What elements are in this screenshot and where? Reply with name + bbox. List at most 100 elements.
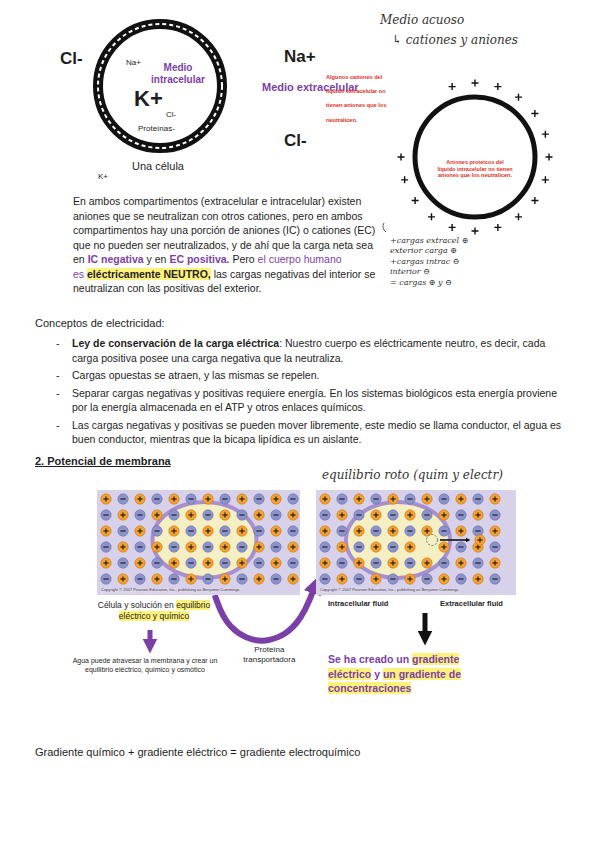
cation (254, 574, 264, 584)
sign (171, 514, 176, 515)
sign (256, 498, 261, 499)
cation (490, 558, 500, 568)
text-block: Conceptos de electricidad: (35, 316, 165, 331)
node-outline (316, 490, 516, 595)
sign (458, 578, 463, 579)
cation (456, 494, 466, 504)
sign (341, 544, 342, 549)
sign (322, 546, 327, 547)
text-block: equilibrio roto (quim y electr) (322, 467, 503, 483)
sign (458, 514, 463, 515)
node-outline (413, 95, 537, 219)
sign (154, 530, 159, 531)
sign (341, 512, 342, 517)
sign (205, 514, 210, 515)
anion (135, 574, 145, 584)
sign (356, 546, 361, 547)
cation (337, 510, 347, 520)
sign (173, 496, 174, 501)
text-label: y en (147, 253, 167, 265)
text-label: Intracellular fluid (328, 599, 388, 608)
cation (118, 510, 128, 520)
sign (475, 530, 480, 531)
sign (356, 514, 361, 515)
anion (237, 542, 247, 552)
ions (101, 494, 298, 584)
text-label: Pero (232, 253, 254, 265)
cation (203, 494, 213, 504)
text-label: Cargas opuestas se atraen, y las mismas … (72, 369, 319, 381)
cation (388, 494, 398, 504)
cation (101, 526, 111, 536)
anion (118, 494, 128, 504)
sign (492, 514, 497, 515)
cation (271, 494, 281, 504)
anion (101, 574, 111, 584)
sign (475, 498, 480, 499)
sign (441, 530, 446, 531)
anion (169, 574, 179, 584)
text-block: - (56, 386, 72, 415)
text-label: ↳ cationes y aniones (392, 33, 518, 47)
sign (256, 562, 261, 563)
sign (443, 576, 444, 581)
cation (337, 574, 347, 584)
plus-sign (449, 83, 456, 90)
anion (203, 510, 213, 520)
sign (105, 528, 106, 533)
cation (152, 542, 162, 552)
plus-sign (449, 224, 456, 231)
sign (120, 562, 125, 563)
edge-label: Proteína transportadora (233, 645, 305, 664)
plus-sign (546, 154, 553, 161)
sign (156, 576, 157, 581)
sign (139, 496, 140, 501)
text-block: Cargas opuestas se atraen, y las mismas … (72, 368, 562, 383)
sign (224, 512, 225, 517)
sign (492, 546, 497, 547)
cation (152, 510, 162, 520)
text-label: +cargas extracel ⊕ (390, 236, 500, 246)
cation (169, 558, 179, 568)
plus-sign (401, 176, 408, 183)
plus-sign (412, 197, 419, 204)
anion (388, 574, 398, 584)
sign (120, 530, 125, 531)
text-block: Separar cargas negativas y positivas req… (72, 386, 562, 415)
text-label: = cargas ⊕ y ⊖ (390, 278, 500, 288)
sign (258, 576, 259, 581)
text-label: IC negativa (88, 253, 144, 265)
anion (320, 574, 330, 584)
cation (490, 526, 500, 536)
diagram-panel: Copyright © 2007 Pearson Education, Inc.… (97, 490, 300, 595)
node-text: Proteínas- (138, 124, 175, 134)
sign (392, 496, 393, 501)
cation (473, 574, 483, 584)
sign (392, 528, 393, 533)
cation (320, 558, 330, 568)
plus-sign (542, 131, 549, 138)
cation (354, 558, 364, 568)
sign (171, 546, 176, 547)
sign (290, 498, 295, 499)
sign (373, 562, 378, 563)
anion (135, 510, 145, 520)
membrane-dashes (98, 24, 222, 148)
anion (405, 558, 415, 568)
text-block: Agua puede atravesar la membrana y crear… (70, 656, 220, 675)
plus-sign (531, 110, 538, 117)
diagram-panel: Copyright © 2007 Pearson Education, Inc.… (316, 490, 516, 595)
sign (407, 498, 412, 499)
text-label: Medio acuoso (380, 13, 464, 27)
anion (220, 526, 230, 536)
anion (271, 510, 281, 520)
anion (354, 574, 364, 584)
cell-membrane (153, 502, 257, 578)
sign (375, 512, 376, 517)
sign (105, 496, 106, 501)
sign (492, 578, 497, 579)
sign (409, 512, 410, 517)
node-outline (97, 490, 300, 595)
cation (271, 558, 281, 568)
sign (390, 514, 395, 515)
